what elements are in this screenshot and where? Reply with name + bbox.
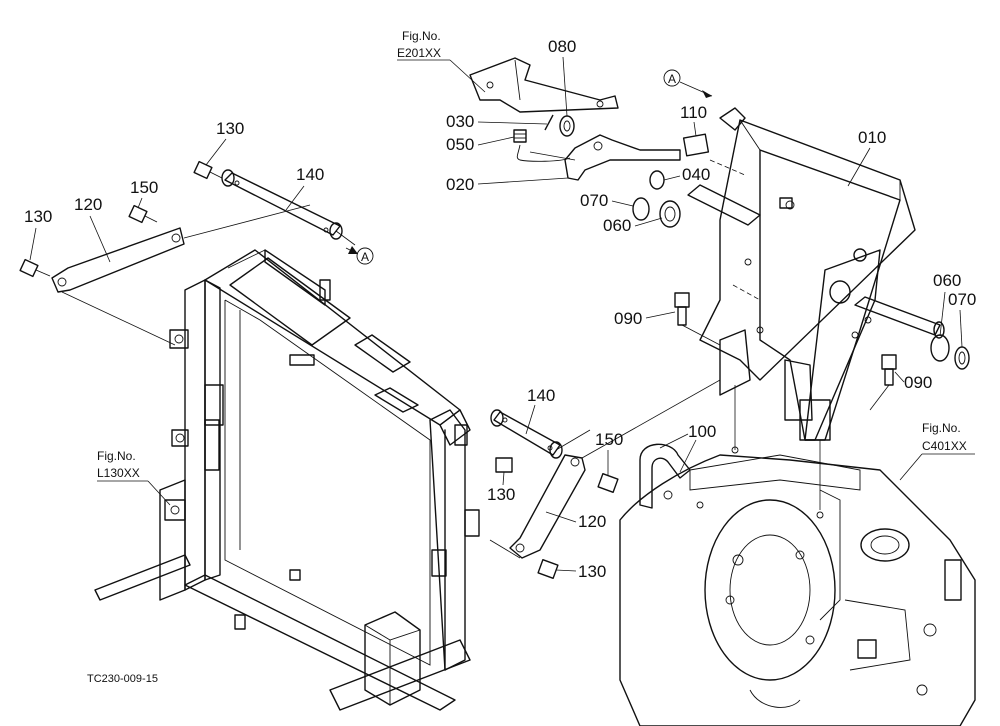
fig-ref-l130-label: Fig.No. <box>97 449 136 463</box>
callout-130-left: 130 <box>24 207 52 226</box>
callouts: 010 020 030 040 050 060 060 070 070 080 … <box>24 37 976 581</box>
callout-050: 050 <box>446 135 474 154</box>
fig-ref-c401-code: C401XX <box>922 439 967 453</box>
callout-010: 010 <box>858 128 886 147</box>
frame-assembly <box>94 249 480 711</box>
connector-marks: A A <box>345 69 713 265</box>
callout-150-top: 150 <box>130 178 158 197</box>
transmission-case <box>619 446 976 726</box>
fig-ref-l130-code: L130XX <box>97 466 140 480</box>
callout-120-left: 120 <box>74 195 102 214</box>
callout-080: 080 <box>548 37 576 56</box>
callout-060-left: 060 <box>603 216 631 235</box>
callout-130-center: 130 <box>487 485 515 504</box>
connector-mark-a-1: A <box>361 250 369 264</box>
callout-120-center: 120 <box>578 512 606 531</box>
callout-140-center: 140 <box>527 386 555 405</box>
callout-060-right: 060 <box>933 271 961 290</box>
callout-090-left: 090 <box>614 309 642 328</box>
lever-assembly <box>469 57 970 441</box>
fig-ref-e201-label: Fig.No. <box>402 29 441 43</box>
lower-link-parts <box>489 379 821 580</box>
fig-ref-e201-code: E201XX <box>397 46 441 60</box>
callout-030: 030 <box>446 112 474 131</box>
callout-130-top: 130 <box>216 119 244 138</box>
callout-140-top: 140 <box>296 165 324 184</box>
connector-mark-a-2: A <box>668 72 676 86</box>
callout-020: 020 <box>446 175 474 194</box>
callout-110: 110 <box>680 103 707 122</box>
callout-040: 040 <box>682 165 710 184</box>
callout-100: 100 <box>688 422 716 441</box>
callout-090-right: 090 <box>904 373 932 392</box>
callout-130-bottom: 130 <box>578 562 606 581</box>
callout-150-center: 150 <box>595 430 623 449</box>
left-link-parts <box>19 160 356 346</box>
callout-070-right: 070 <box>948 290 976 309</box>
callout-070-left: 070 <box>580 191 608 210</box>
drawing-code: TC230-009-15 <box>87 673 158 685</box>
fig-ref-c401-label: Fig.No. <box>922 421 961 435</box>
figure-references: Fig.No. E201XX Fig.No. L130XX Fig.No. C4… <box>87 29 975 685</box>
